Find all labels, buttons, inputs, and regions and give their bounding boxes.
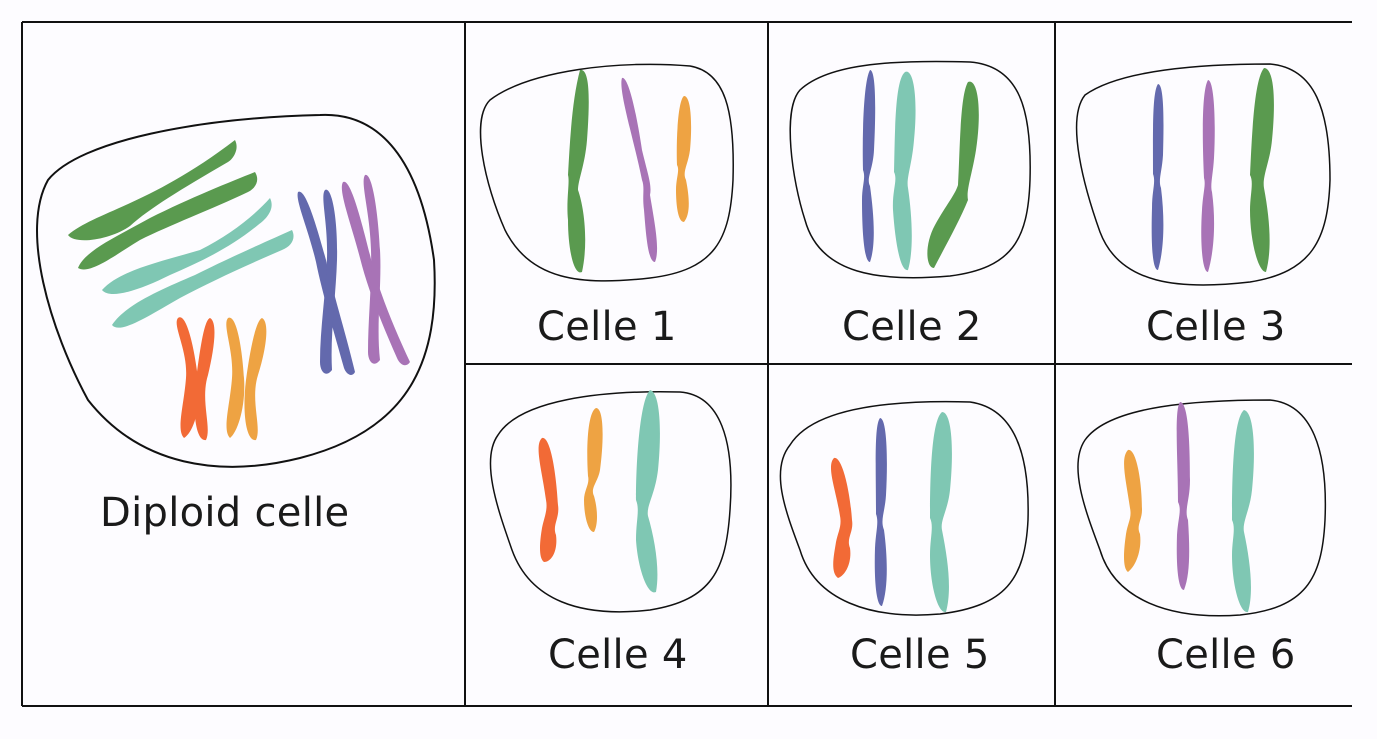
cell-1-chromosome-green — [567, 69, 589, 273]
diploid-chromosome-red — [176, 317, 215, 441]
cell-6 — [1077, 399, 1327, 617]
cell-1 — [479, 63, 734, 282]
cell-3 — [1075, 63, 1331, 286]
cell-4-chromosome-orange — [584, 408, 603, 532]
cell-6-label: Celle 6 — [1156, 632, 1296, 678]
cell-3-chromosome-blue — [1151, 84, 1164, 270]
cell-4-chromosome-teal — [636, 390, 660, 593]
cell-2-label: Celle 2 — [842, 304, 982, 350]
cell-6-chromosome-purple — [1176, 402, 1190, 590]
cell-3-chromosome-green — [1250, 68, 1274, 272]
cell-6-membrane — [1077, 399, 1327, 617]
cell-2-membrane — [789, 60, 1031, 279]
cell-5-chromosome-teal — [930, 412, 952, 613]
cell-5-membrane — [779, 400, 1029, 616]
diploid-chromosome-green — [68, 140, 258, 270]
diploid-cell-membrane — [36, 113, 436, 468]
cell-6-chromosome-teal — [1232, 410, 1254, 613]
cell-4-membrane — [489, 391, 732, 613]
diploid-chromosome-blue — [297, 189, 355, 375]
cell-6-chromosome-orange — [1124, 449, 1142, 572]
cell-4-label: Celle 4 — [548, 632, 688, 678]
cell-5 — [779, 400, 1029, 616]
cell-3-chromosome-purple — [1201, 80, 1215, 272]
cell-1-label: Celle 1 — [537, 304, 677, 350]
diploid-chromosome-teal — [102, 198, 294, 328]
cell-2-chromosome-blue — [862, 70, 876, 262]
cell-1-chromosome-purple — [621, 77, 658, 262]
diploid-cell — [36, 113, 436, 468]
cell-2-chromosome-teal — [892, 71, 916, 271]
cell-2 — [789, 60, 1031, 279]
grid — [21, 21, 1352, 707]
cell-5-chromosome-blue — [874, 418, 887, 606]
cell-4 — [489, 390, 732, 613]
cell-4-chromosome-red — [538, 437, 559, 562]
cell-3-label: Celle 3 — [1146, 304, 1286, 350]
diploid-chromosome-orange — [226, 317, 267, 441]
diploid-chromosome-purple — [341, 174, 410, 366]
cell-5-chromosome-red — [830, 457, 853, 578]
cell-5-label: Celle 5 — [850, 632, 990, 678]
cell-1-membrane — [479, 63, 734, 282]
cell-2-chromosome-green — [927, 81, 979, 268]
cell-3-membrane — [1075, 63, 1331, 286]
cell-1-chromosome-orange — [676, 96, 692, 222]
diploid-cell-label: Diploid celle — [100, 490, 350, 536]
